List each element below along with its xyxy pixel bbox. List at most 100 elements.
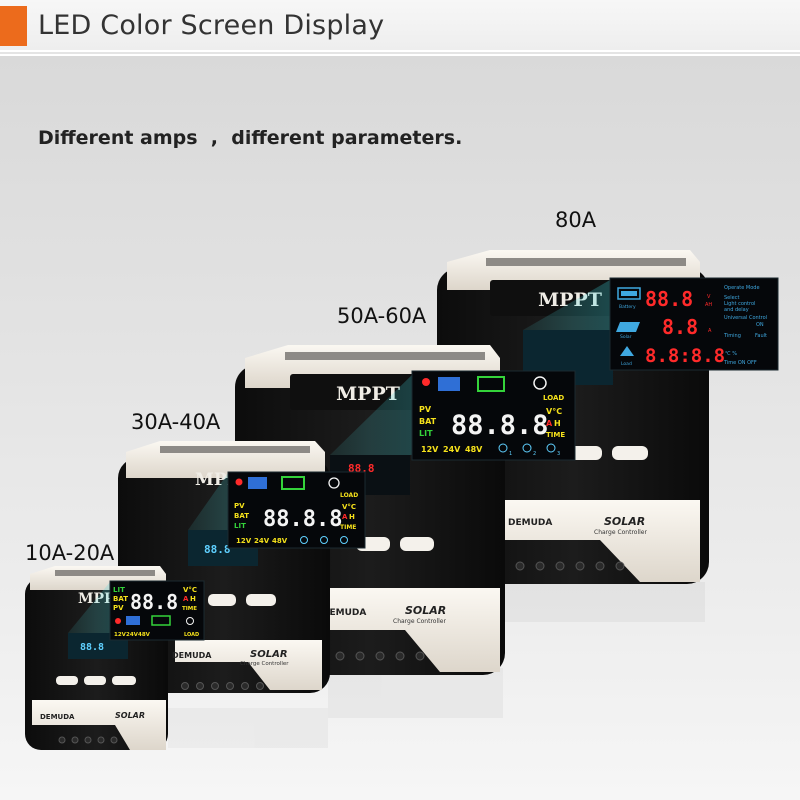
terminal-screws-10a-20a xyxy=(58,736,118,744)
svg-text:Timing: Timing xyxy=(723,333,741,339)
lcd80-row2-value: 8.8 xyxy=(662,315,698,339)
svg-text:LIT: LIT xyxy=(419,429,433,438)
svg-text:Light control: Light control xyxy=(724,301,755,307)
lcd-callout-50a-60a: LOAD PV BAT LIT 88.8.8 V°C A H TIME 12V … xyxy=(411,370,576,461)
svg-text:TIME: TIME xyxy=(546,431,565,439)
lcd-callout-80a: Battery 88.8 V AH Solar 8.8 A Load 8.8:8… xyxy=(609,277,779,371)
terminal-screws-30a-40a xyxy=(181,682,264,690)
bulb-icon xyxy=(186,617,194,625)
svg-text:V°C: V°C xyxy=(342,503,356,511)
svg-text:12V: 12V xyxy=(421,445,439,454)
svg-text:88.8: 88.8 xyxy=(80,642,104,653)
maker-logo-80a: DEMUDA xyxy=(508,518,552,528)
lcd-digits-30a-40a: 88.8.8 xyxy=(263,507,342,532)
svg-text:BAT: BAT xyxy=(113,595,128,603)
terminal-screws-50a-60a xyxy=(335,651,425,661)
charge-controller-label-80a: Charge Controller xyxy=(594,529,647,536)
sun-icon xyxy=(235,478,243,486)
lcd-callout-30a-40a: LOAD PV BAT LIT 88.8.8 V°C A H TIME 12V … xyxy=(227,471,366,549)
svg-text:24V: 24V xyxy=(126,632,139,638)
charge-controller-label-30a-40a: Charge Controller xyxy=(240,661,289,667)
timer-icons-50a-60a xyxy=(498,443,556,453)
lcd-callout-10a-20a: LIT BAT PV 88.8 V°C A H TIME 12V 24V 48V… xyxy=(109,580,205,641)
solar-logo-80a: SOLAR xyxy=(604,515,645,528)
svg-text:Operate Mode: Operate Mode xyxy=(724,285,760,291)
maker-logo-30a-40a: DEMUDA xyxy=(172,651,212,660)
svg-text:V°C: V°C xyxy=(183,586,197,594)
svg-text:ON: ON xyxy=(756,322,764,328)
size-label-30a-40a: 30A-40A xyxy=(131,410,221,434)
page-title: LED Color Screen Display xyxy=(38,10,385,41)
svg-text:Battery: Battery xyxy=(619,304,636,310)
svg-text:Universal Control: Universal Control xyxy=(724,315,767,321)
lamp-icon xyxy=(620,346,634,356)
lcd80-row1-value: 88.8 xyxy=(645,287,693,311)
header-bar: LED Color Screen Display xyxy=(0,0,800,50)
svg-text:Load: Load xyxy=(621,361,632,367)
svg-text:24V: 24V xyxy=(443,445,461,454)
svg-text:TIME: TIME xyxy=(340,524,356,531)
svg-text:3: 3 xyxy=(557,451,560,457)
svg-text:AH: AH xyxy=(705,302,712,308)
svg-text:H: H xyxy=(190,595,196,603)
svg-text:LIT: LIT xyxy=(113,586,125,594)
lcd-digits-50a-60a: 88.8.8 xyxy=(451,410,549,441)
svg-text:V: V xyxy=(707,294,711,300)
svg-text:PV: PV xyxy=(234,502,245,510)
svg-text:℃ %: ℃ % xyxy=(725,351,737,357)
size-label-80a: 80A xyxy=(555,208,597,232)
svg-text:Solar: Solar xyxy=(620,334,632,340)
svg-text:V°C: V°C xyxy=(546,407,562,416)
maker-logo-10a-20a: DEMUDA xyxy=(40,713,75,721)
lcd80-row3-value: 8.8:8.8 xyxy=(645,345,725,367)
svg-text:LOAD: LOAD xyxy=(340,492,358,499)
svg-text:A: A xyxy=(183,595,189,603)
header-accent-bar xyxy=(0,6,27,46)
svg-text:48V: 48V xyxy=(138,632,151,638)
size-label-10a-20a: 10A-20A xyxy=(25,541,115,565)
svg-text:A: A xyxy=(708,328,712,334)
bulb-icon xyxy=(533,376,547,390)
buttons-10a-20a xyxy=(56,676,136,685)
subtitle: Different amps , different parameters. xyxy=(38,127,463,149)
solar-panel-icon xyxy=(248,477,267,489)
svg-text:24V: 24V xyxy=(254,537,270,545)
timer-icons-30a-40a xyxy=(300,536,348,544)
size-label-50a-60a: 50A-60A xyxy=(337,304,427,328)
svg-text:and delay: and delay xyxy=(724,307,749,313)
charge-controller-label-50a-60a: Charge Controller xyxy=(393,618,446,625)
battery-icon xyxy=(281,476,305,490)
solar-logo-50a-60a: SOLAR xyxy=(405,604,446,617)
svg-text:A: A xyxy=(342,513,348,521)
svg-text:12V: 12V xyxy=(114,632,127,638)
svg-text:Fault: Fault xyxy=(755,333,767,339)
battery-icon xyxy=(617,287,641,300)
svg-text:LOAD: LOAD xyxy=(543,394,564,402)
svg-text:PV: PV xyxy=(113,604,124,612)
svg-text:Select: Select xyxy=(724,295,739,301)
battery-icon xyxy=(151,615,171,626)
bulb-icon xyxy=(328,477,340,489)
svg-text:TIME: TIME xyxy=(182,606,197,612)
sun-icon xyxy=(422,378,430,386)
sun-icon xyxy=(115,618,121,624)
solar-logo-30a-40a: SOLAR xyxy=(250,649,288,660)
solar-panel-icon xyxy=(126,616,140,625)
controller-10a-20a: MPPT DEMUDA SOLAR 88.8 xyxy=(25,566,168,750)
svg-text:48V: 48V xyxy=(272,537,288,545)
maker-logo-50a-60a: DEMUDA xyxy=(322,608,366,618)
svg-text:H: H xyxy=(554,419,561,428)
svg-text:2: 2 xyxy=(533,451,536,457)
buttons-30a-40a xyxy=(208,594,276,606)
svg-text:88.8: 88.8 xyxy=(204,543,231,556)
svg-text:LIT: LIT xyxy=(234,522,246,530)
floor-reflections xyxy=(168,582,705,748)
terminal-screws-80a xyxy=(515,561,625,571)
solar-panel-icon xyxy=(616,322,640,332)
svg-text:LOAD: LOAD xyxy=(184,632,199,638)
lcd-digits-10a-20a: 88.8 xyxy=(130,590,178,614)
header-divider xyxy=(0,52,800,54)
svg-text:Time ON OFF: Time ON OFF xyxy=(723,360,757,366)
solar-panel-icon xyxy=(438,377,460,391)
